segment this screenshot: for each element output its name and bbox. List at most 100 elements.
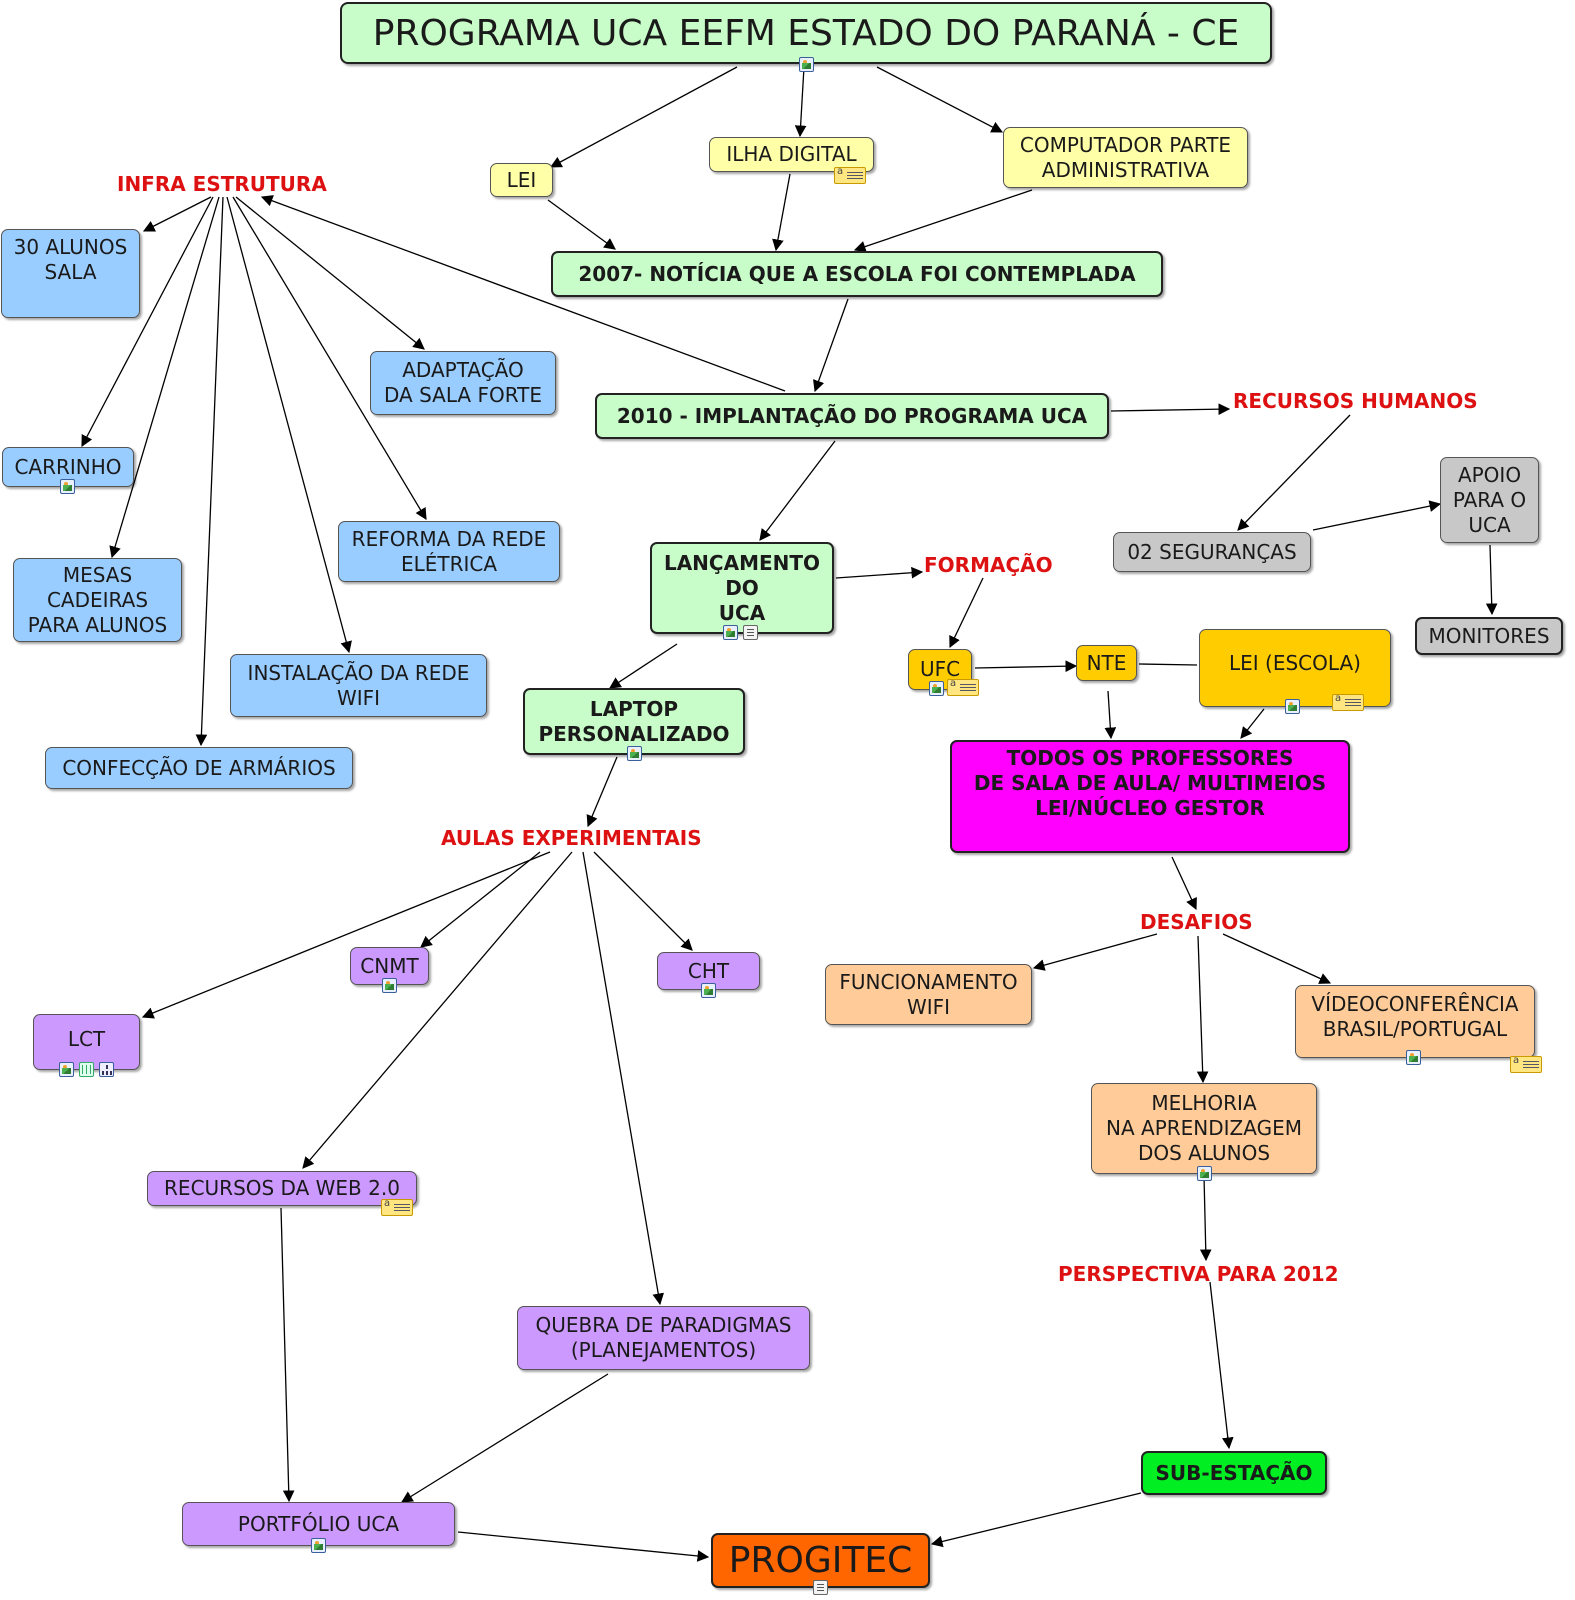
image-icon[interactable] xyxy=(1285,699,1300,714)
noticia-2007-node[interactable]: 2007- NOTÍCIA QUE A ESCOLA FOI CONTEMPLA… xyxy=(551,251,1163,297)
spreadsheet-icon[interactable] xyxy=(79,1062,94,1077)
connector-line xyxy=(974,660,1078,673)
hierarchy-icon[interactable] xyxy=(99,1062,114,1077)
alunos-sala-node[interactable]: 30 ALUNOS SALA xyxy=(1,229,140,318)
lei-node[interactable]: LEI xyxy=(490,163,553,197)
label-aulas-experimentais: AULAS EXPERIMENTAIS xyxy=(441,826,702,850)
image-icon[interactable] xyxy=(723,625,738,640)
mesas-node[interactable]: MESAS CADEIRAS PARA ALUNOS xyxy=(13,558,182,642)
connector-line xyxy=(547,199,616,250)
connector-line xyxy=(582,851,664,1306)
progitec-node[interactable]: PROGITEC xyxy=(711,1533,930,1588)
image-icon[interactable] xyxy=(59,1062,74,1077)
image-icon[interactable] xyxy=(311,1538,326,1553)
image-icon[interactable] xyxy=(1197,1166,1212,1181)
connector-line xyxy=(1032,933,1158,971)
professores-node[interactable]: TODOS OS PROFESSORES DE SALA DE AULA/ MU… xyxy=(950,740,1350,853)
apoio-node[interactable]: APOIO PARA O UCA xyxy=(1440,457,1539,543)
connector-line xyxy=(1199,1175,1212,1262)
implantacao-2010-node[interactable]: 2010 - IMPLANTAÇÃO DO PROGRAMA UCA xyxy=(595,393,1109,439)
note-icon[interactable] xyxy=(1332,693,1364,711)
connector-line xyxy=(1312,500,1442,531)
note-icon[interactable] xyxy=(834,166,866,184)
recursos-web-node[interactable]: RECURSOS DA WEB 2.0 xyxy=(147,1171,417,1206)
connector-line xyxy=(794,66,807,138)
connector-line xyxy=(586,756,618,828)
connector-line xyxy=(1171,856,1197,911)
connector-line xyxy=(1110,403,1231,416)
connector-line xyxy=(949,577,984,649)
connector-line xyxy=(930,1492,1142,1548)
lct-node[interactable]: LCT xyxy=(33,1014,140,1070)
quebra-node[interactable]: QUEBRA DE PARADIGMAS (PLANEJAMENTOS) xyxy=(517,1306,810,1370)
label-infra-estrutura: INFRA ESTRUTURA xyxy=(117,172,327,196)
connector-line xyxy=(280,1207,295,1503)
connector-line xyxy=(195,196,224,747)
connector-line xyxy=(1196,935,1209,1084)
connector-line xyxy=(1104,690,1117,740)
computador-node[interactable]: COMPUTADOR PARTE ADMINISTRATIVA xyxy=(1003,127,1248,188)
note-icon[interactable] xyxy=(381,1198,413,1216)
lancamento-node[interactable]: LANÇAMENTO DO UCA xyxy=(650,542,834,634)
laptop-node[interactable]: LAPTOP PERSONALIZADO xyxy=(523,688,745,755)
reforma-node[interactable]: REFORMA DA REDE ELÉTRICA xyxy=(338,521,560,582)
connector-line xyxy=(609,643,678,689)
connector-line xyxy=(1240,708,1265,739)
title-node[interactable]: PROGRAMA UCA EEFM ESTADO DO PARANÁ - CE xyxy=(340,2,1272,64)
connector-line xyxy=(853,189,1033,253)
connector-line xyxy=(420,851,541,948)
connector-line xyxy=(1138,663,1198,666)
image-icon[interactable] xyxy=(701,983,716,998)
document-icon[interactable] xyxy=(743,625,758,640)
connector-line xyxy=(1485,544,1498,616)
connector-line xyxy=(772,173,791,252)
connector-line xyxy=(260,195,786,392)
image-icon[interactable] xyxy=(929,681,944,696)
connector-line xyxy=(549,66,738,168)
connector-line xyxy=(401,1373,609,1503)
note-icon[interactable] xyxy=(947,678,979,696)
connector-line xyxy=(1209,1281,1234,1450)
connector-line xyxy=(1237,414,1351,531)
note-icon[interactable] xyxy=(1510,1055,1542,1073)
connector-line xyxy=(141,851,551,1019)
connector-line xyxy=(232,196,427,521)
sub-estacao-node[interactable]: SUB-ESTAÇÃO xyxy=(1141,1451,1327,1495)
connector-line xyxy=(109,196,220,559)
instalacao-node[interactable]: INSTALAÇÃO DA REDE WIFI xyxy=(230,654,487,717)
cnmt-node[interactable]: CNMT xyxy=(350,947,429,985)
document-icon[interactable] xyxy=(813,1580,828,1595)
segurancas-node[interactable]: 02 SEGURANÇAS xyxy=(1113,532,1311,572)
image-icon[interactable] xyxy=(627,746,642,761)
connector-line xyxy=(142,196,212,232)
connector-line xyxy=(302,851,573,1169)
connector-line xyxy=(876,66,1004,133)
label-recursos-humanos: RECURSOS HUMANOS xyxy=(1233,389,1478,413)
adaptacao-node[interactable]: ADAPTAÇÃO DA SALA FORTE xyxy=(370,351,556,415)
connector-line xyxy=(81,196,214,448)
connector-line xyxy=(1222,933,1332,984)
label-formacao: FORMAÇÃO xyxy=(924,553,1053,577)
image-icon[interactable] xyxy=(382,978,397,993)
connector-line xyxy=(235,196,425,350)
connector-line xyxy=(835,566,924,579)
carrinho-node[interactable]: CARRINHO xyxy=(2,447,134,487)
connector-line xyxy=(226,196,352,654)
connector-line xyxy=(759,440,836,541)
videoconferencia-node[interactable]: VÍDEOCONFERÊNCIA BRASIL/PORTUGAL xyxy=(1295,985,1535,1058)
connector-line xyxy=(457,1531,710,1562)
monitores-node[interactable]: MONITORES xyxy=(1415,617,1563,655)
funcionamento-node[interactable]: FUNCIONAMENTO WIFI xyxy=(825,964,1032,1025)
label-perspectiva-2012: PERSPECTIVA PARA 2012 xyxy=(1058,1262,1339,1286)
melhoria-node[interactable]: MELHORIA NA APRENDIZAGEM DOS ALUNOS xyxy=(1091,1083,1317,1174)
armarios-node[interactable]: CONFECÇÃO DE ARMÁRIOS xyxy=(45,747,353,789)
image-icon[interactable] xyxy=(799,57,814,72)
image-icon[interactable] xyxy=(60,479,75,494)
image-icon[interactable] xyxy=(1406,1050,1421,1065)
lei-escola-node[interactable]: LEI (ESCOLA) xyxy=(1199,629,1391,707)
label-desafios: DESAFIOS xyxy=(1140,910,1253,934)
nte-node[interactable]: NTE xyxy=(1076,645,1137,681)
connector-line xyxy=(813,298,849,393)
connector-line xyxy=(593,851,693,951)
